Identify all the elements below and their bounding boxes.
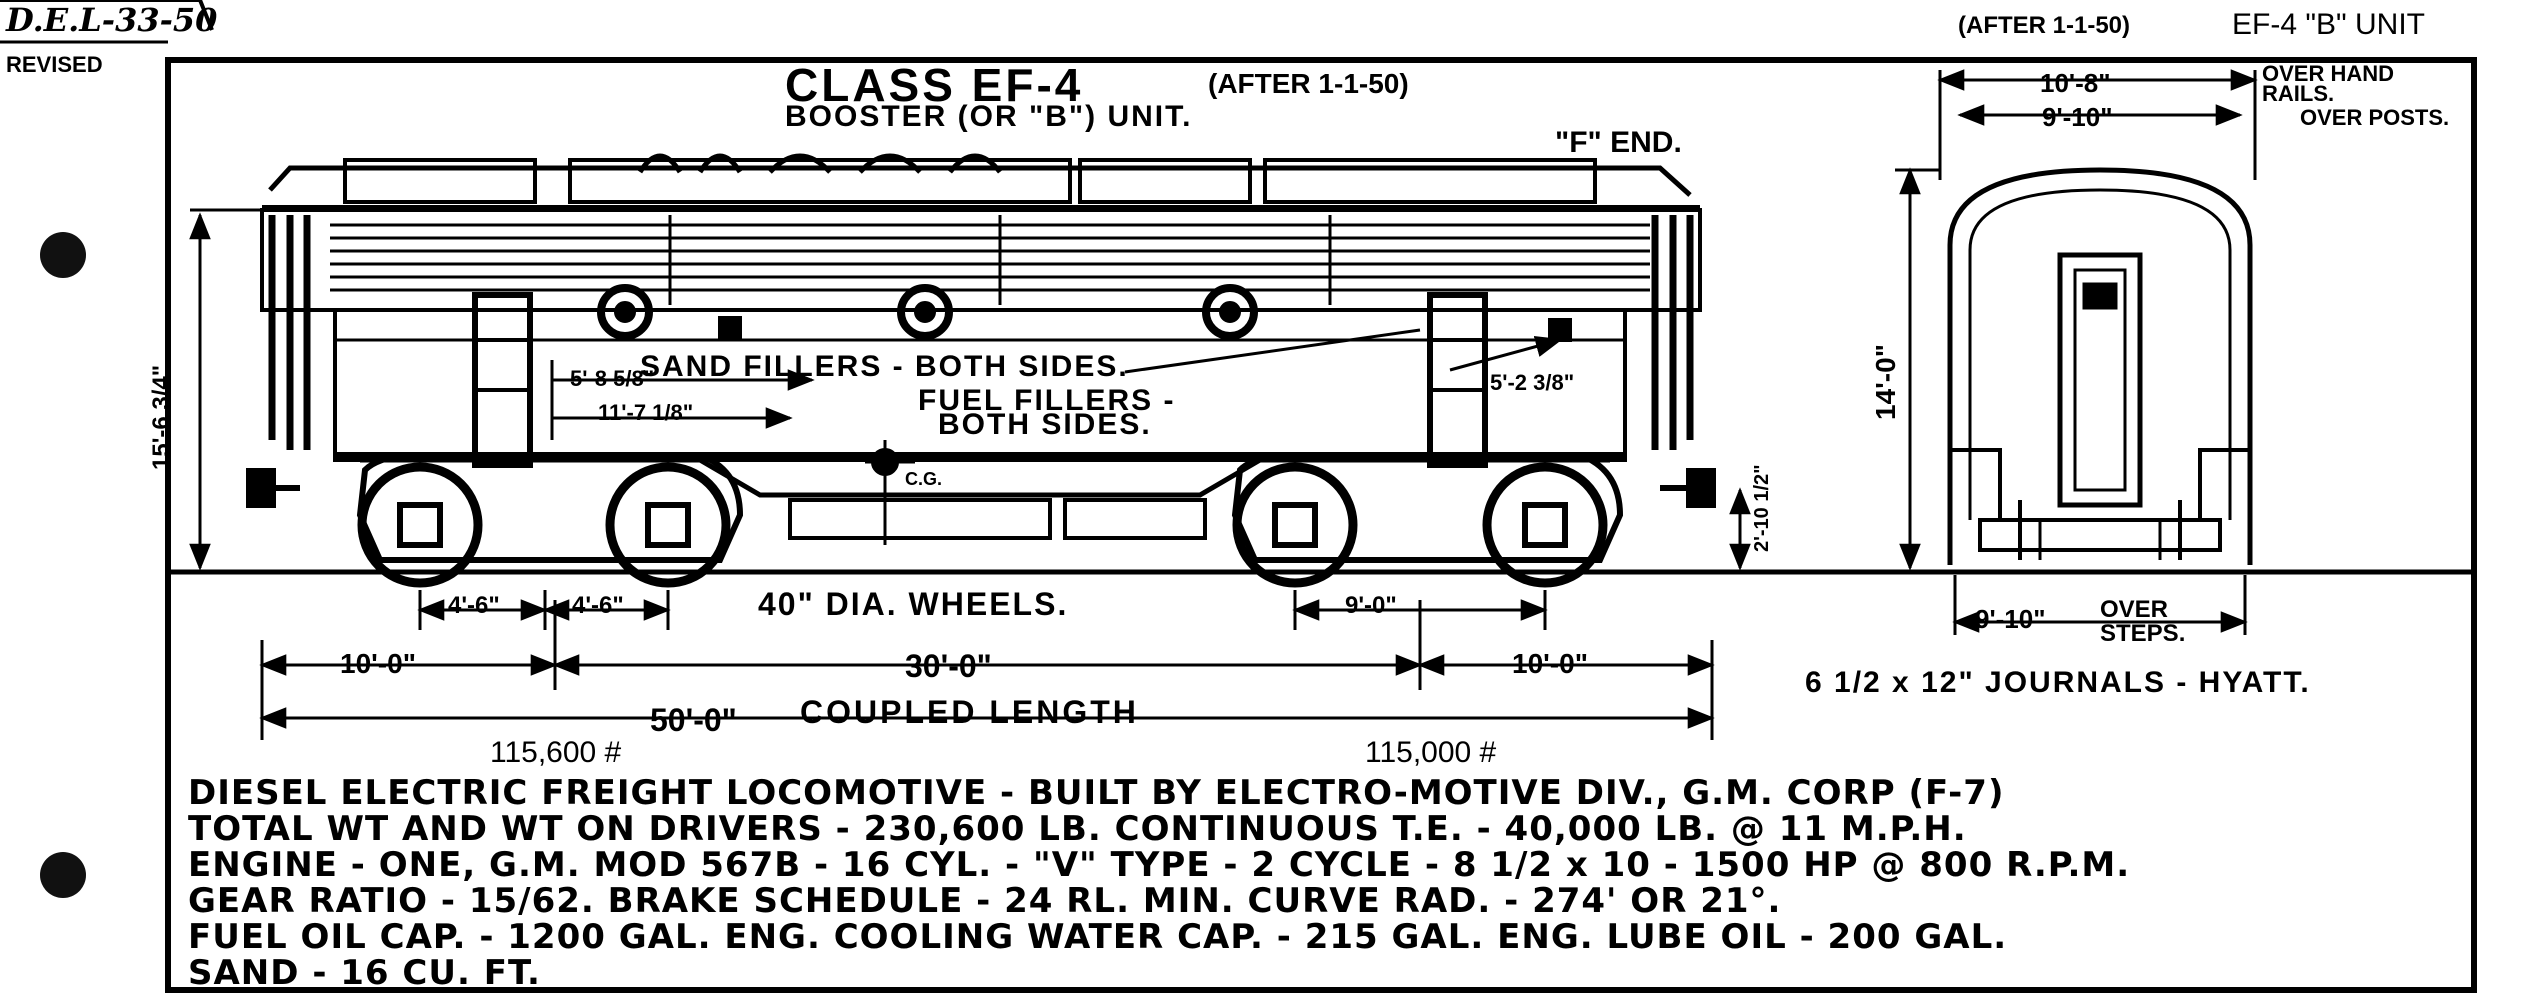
rear-truck-weight: 115,000 # <box>1365 736 1497 769</box>
revised-label: REVISED <box>6 52 103 77</box>
coupler-height-dimension: 2'-10 1/2" <box>1751 464 1773 552</box>
spec-line-1: DIESEL ELECTRIC FREIGHT LOCOMOTIVE - BUI… <box>188 773 2005 813</box>
overhang-left-dimension: 10'-0" <box>340 648 416 679</box>
axle-spacing-2: 4'-6" <box>572 592 624 619</box>
header-unit-label: EF-4 "B" UNIT <box>2232 8 2425 41</box>
spec-line-4: GEAR RATIO - 15/62. BRAKE SCHEDULE - 24 … <box>188 881 1782 921</box>
front-truck-weight: 115,600 # <box>490 736 622 769</box>
side-height-dimension: 15'-6 3/4" <box>148 364 175 470</box>
spec-line-6: SAND - 16 CU. FT. <box>188 953 541 993</box>
sand-offset-left: 5'-8 5/8" <box>570 366 655 391</box>
axle-spacing-3: 9'-0" <box>1345 592 1397 619</box>
end-height-dimension: 14'-0" <box>1870 344 1901 420</box>
end-view-dimensions <box>1895 69 2258 635</box>
drawing-frame <box>0 0 2477 993</box>
over-posts-note: OVER POSTS. <box>2300 105 2450 130</box>
coupled-length-label: COUPLED LENGTH <box>800 694 1139 730</box>
end-view-locomotive <box>1947 167 2253 565</box>
truck-centers-dimension: 30'-0" <box>905 648 992 684</box>
drawing-number: D.E.L-33-50 <box>6 1 218 39</box>
overhang-right-dimension: 10'-0" <box>1512 648 1588 679</box>
cg-label: C.G. <box>905 469 943 489</box>
coupled-length-value: 50'-0" <box>650 702 737 738</box>
spec-line-3: ENGINE - ONE, G.M. MOD 567B - 16 CYL. - … <box>188 845 2131 885</box>
end-width-handrails: 10'-8" <box>2040 68 2111 98</box>
end-steps-width: 9'-10" <box>1975 604 2046 634</box>
spec-line-2: TOTAL WT AND WT ON DRIVERS - 230,600 LB.… <box>188 809 1967 849</box>
axle-spacing-1: 4'-6" <box>448 592 500 619</box>
sand-fillers-note: SAND FILLERS - BOTH SIDES. <box>640 350 1129 383</box>
journals-note: 6 1/2 x 12" JOURNALS - HYATT. <box>1805 666 2311 699</box>
f-end-label: "F" END. <box>1555 126 1682 159</box>
punch-hole-bottom <box>40 852 86 898</box>
punch-hole-top <box>40 232 86 278</box>
sand-offset-right: 5'-2 3/8" <box>1490 370 1575 395</box>
fuel-fillers-note: FUEL FILLERS - <box>918 384 1176 417</box>
unit-subtitle: BOOSTER (OR "B") UNIT. <box>785 100 1193 133</box>
side-view-locomotive <box>246 153 1716 588</box>
over-handrails-note: OVER HAND RAILS. <box>2262 61 2395 106</box>
wheels-label: 40" DIA. WHEELS. <box>758 586 1069 622</box>
fuel-fillers-note-2: BOTH SIDES. <box>938 408 1152 441</box>
class-title: CLASS EF-4 <box>785 59 1084 111</box>
title-after-date: (AFTER 1-1-50) <box>1208 68 1409 99</box>
fuel-offset-left: 11'-7 1/8" <box>598 400 694 425</box>
side-view-dimensions <box>189 208 1751 740</box>
header-after-date: (AFTER 1-1-50) <box>1958 12 2131 39</box>
over-steps-note: OVER STEPS. <box>2100 596 2186 647</box>
end-width-posts: 9'-10" <box>2042 102 2113 132</box>
spec-line-5: FUEL OIL CAP. - 1200 GAL. ENG. COOLING W… <box>188 917 2008 957</box>
